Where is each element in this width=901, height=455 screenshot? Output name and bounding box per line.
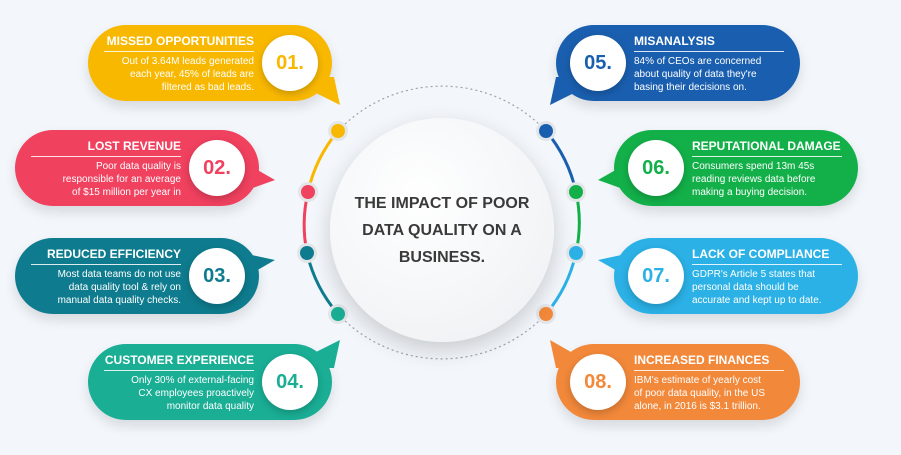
dot-marker (331, 124, 345, 138)
dot-marker (300, 246, 314, 260)
card-title: MISSED OPPORTUNITIES (104, 34, 254, 52)
card-text: CUSTOMER EXPERIENCE Only 30% of external-… (104, 353, 254, 413)
description-line: data quality tool & rely on (68, 282, 181, 293)
description-line: reading reviews data before (692, 174, 816, 185)
description-line: Poor data quality is (95, 161, 181, 172)
description-line: IBM's estimate of yearly cost (634, 375, 761, 386)
dotted-arc (337, 85, 547, 132)
card-title: REDUCED EFFICIENCY (31, 247, 181, 265)
dot-marker (539, 307, 553, 321)
dot-marker (301, 185, 315, 199)
card-text: REDUCED EFFICIENCY Most data teams do not… (31, 247, 181, 307)
arc-segment (305, 252, 340, 315)
description-line: of poor data quality, in the US (634, 388, 766, 399)
description-line: responsible for an average (62, 174, 181, 185)
speech-tail (247, 164, 275, 190)
center-title: THE IMPACT OF POOR DATA QUALITY ON A BUS… (354, 194, 530, 266)
impact-card-6: 06. REPUTATIONAL DAMAGE Consumers spend 13… (598, 130, 858, 206)
speech-tail (550, 340, 578, 368)
card-text: MISANALYSIS 84% of CEOs are concerned abou… (634, 34, 784, 94)
description-line: basing their decisions on. (634, 82, 747, 93)
description-line: CX employees proactively (138, 388, 254, 399)
speech-tail (312, 340, 340, 368)
impact-card-4: 04. CUSTOMER EXPERIENCE Only 30% of extern… (88, 340, 340, 420)
impact-card-8: 08. INCREASED FINANCES IBM's estimate of y… (550, 340, 800, 420)
arc-segment (544, 252, 578, 315)
card-title: INCREASED FINANCES (634, 353, 784, 371)
number-badge: 06. (628, 140, 684, 196)
card-description: 84% of CEOs are concerned about quality o… (634, 55, 784, 94)
number-badge: 07. (628, 248, 684, 304)
card-title: MISANALYSIS (634, 34, 784, 52)
dot-marker (569, 246, 583, 260)
card-description: Poor data quality is responsible for an a… (31, 160, 181, 199)
number-badge: 02. (189, 140, 245, 196)
dot-marker (569, 185, 583, 199)
card-text: LOST REVENUE Poor data quality is responsi… (31, 139, 181, 199)
number-badge: 01. (262, 35, 318, 91)
speech-tail (247, 254, 275, 276)
card-text: INCREASED FINANCES IBM's estimate of year… (634, 353, 784, 413)
card-text: REPUTATIONAL DAMAGE Consumers spend 13m 4… (692, 139, 842, 199)
dot-marker (539, 124, 553, 138)
card-description: IBM's estimate of yearly cost of poor dat… (634, 374, 784, 413)
speech-tail (598, 164, 626, 190)
impact-card-2: 02. LOST REVENUE Poor data quality is respo… (15, 130, 275, 206)
description-line: accurate and kept up to date. (692, 295, 822, 306)
speech-tail (550, 77, 578, 105)
description-line: GDPR's Article 5 states that (692, 269, 816, 280)
number-badge: 08. (570, 354, 626, 410)
description-line: each year, 45% of leads are (130, 69, 254, 80)
description-line: Most data teams do not use (57, 269, 181, 280)
description-line: manual data quality checks. (57, 295, 181, 306)
card-description: Out of 3.64M leads generated each year, 4… (104, 55, 254, 94)
card-title: CUSTOMER EXPERIENCE (104, 353, 254, 371)
description-line: about quality of data they're (634, 69, 757, 80)
description-line: Consumers spend 13m 45s (692, 161, 815, 172)
arc-segment (544, 130, 578, 193)
description-line: making a buying decision. (692, 187, 808, 198)
impact-card-5: 05. MISANALYSIS 84% of CEOs are concerned a… (550, 25, 800, 105)
impact-card-3: 03. REDUCED EFFICIENCY Most data teams do … (15, 238, 275, 314)
description-line: of $15 million per year in (72, 187, 181, 198)
dotted-arc (337, 313, 547, 360)
speech-tail (598, 254, 626, 276)
card-description: Only 30% of external-facing CX employees … (104, 374, 254, 413)
arc-segment (306, 130, 340, 193)
description-line: monitor data quality (166, 401, 254, 412)
number-badge: 05. (570, 35, 626, 91)
center-circle: THE IMPACT OF POOR DATA QUALITY ON A BUS… (330, 118, 554, 342)
card-title: LACK OF COMPLIANCE (692, 247, 842, 265)
description-line: personal data should be (692, 282, 799, 293)
dot-marker (331, 307, 345, 321)
number-badge: 03. (189, 248, 245, 304)
card-text: LACK OF COMPLIANCE GDPR's Article 5 state… (692, 247, 842, 307)
card-title: REPUTATIONAL DAMAGE (692, 139, 842, 157)
card-title: LOST REVENUE (31, 139, 181, 157)
description-line: Only 30% of external-facing (131, 375, 254, 386)
number-badge: 04. (262, 354, 318, 410)
card-description: Consumers spend 13m 45s reading reviews d… (692, 160, 842, 199)
description-line: 84% of CEOs are concerned (634, 56, 762, 67)
card-description: GDPR's Article 5 states that personal dat… (692, 268, 842, 307)
impact-card-1: 01. MISSED OPPORTUNITIES Out of 3.64M lead… (88, 25, 340, 105)
impact-card-7: 07. LACK OF COMPLIANCE GDPR's Article 5 st… (598, 238, 858, 314)
card-text: MISSED OPPORTUNITIES Out of 3.64M leads g… (104, 34, 254, 94)
description-line: filtered as bad leads. (161, 82, 254, 93)
description-line: alone, in 2016 is $3.1 trillion. (634, 401, 761, 412)
description-line: Out of 3.64M leads generated (121, 56, 254, 67)
card-description: Most data teams do not use data quality t… (31, 268, 181, 307)
speech-tail (312, 77, 340, 105)
